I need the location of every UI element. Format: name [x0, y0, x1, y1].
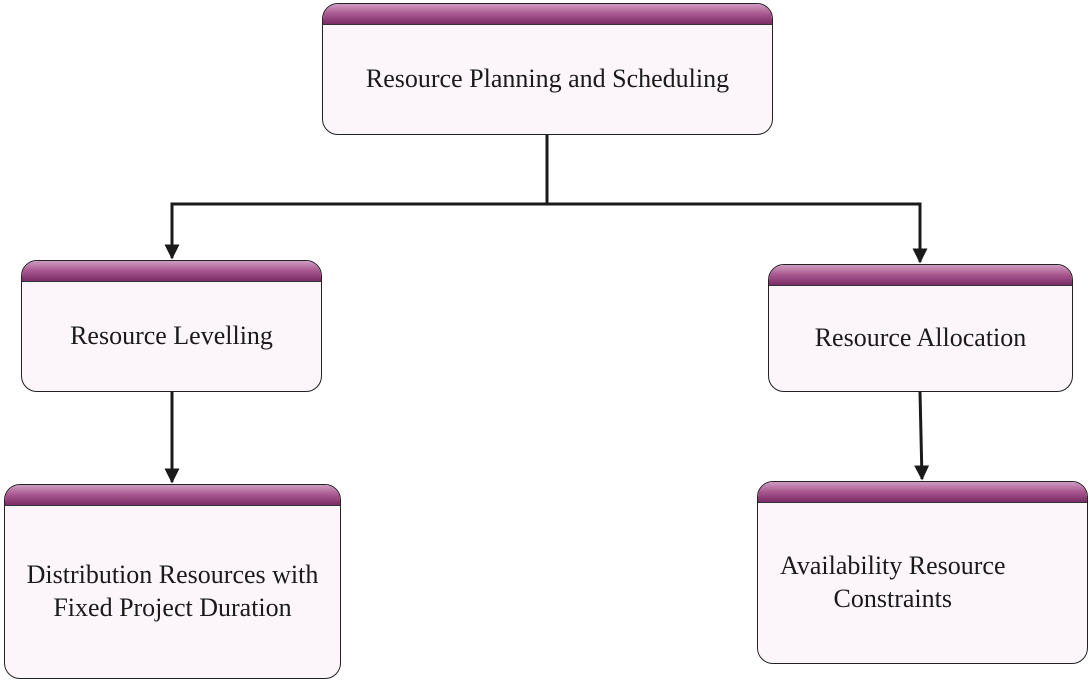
node-label: Resource Levelling	[70, 320, 273, 350]
node-header-bar	[769, 265, 1072, 286]
node-resource-planning-and-scheduling: Resource Planning and Scheduling	[322, 3, 773, 135]
node-header-bar	[22, 261, 321, 282]
node-label: Distribution Resources with Fixed Projec…	[26, 560, 319, 622]
node-distribution-resources: Distribution Resources with Fixed Projec…	[4, 484, 341, 679]
edge-root-to-allocation	[547, 202, 928, 264]
node-availability-resource-constraints: Availability Resource Constraints	[757, 481, 1088, 664]
node-header-bar	[5, 485, 340, 506]
node-label: Availability Resource Constraints	[780, 551, 1006, 613]
node-label: Resource Planning and Scheduling	[365, 63, 730, 93]
node-header-bar	[758, 482, 1087, 503]
node-label: Resource Allocation	[814, 322, 1027, 352]
node-resource-levelling: Resource Levelling	[21, 260, 322, 392]
node-resource-allocation: Resource Allocation	[768, 264, 1073, 392]
edge-root-to-levelling	[164, 135, 549, 260]
edge-allocation-to-availability	[914, 391, 930, 481]
node-header-bar	[323, 4, 772, 25]
